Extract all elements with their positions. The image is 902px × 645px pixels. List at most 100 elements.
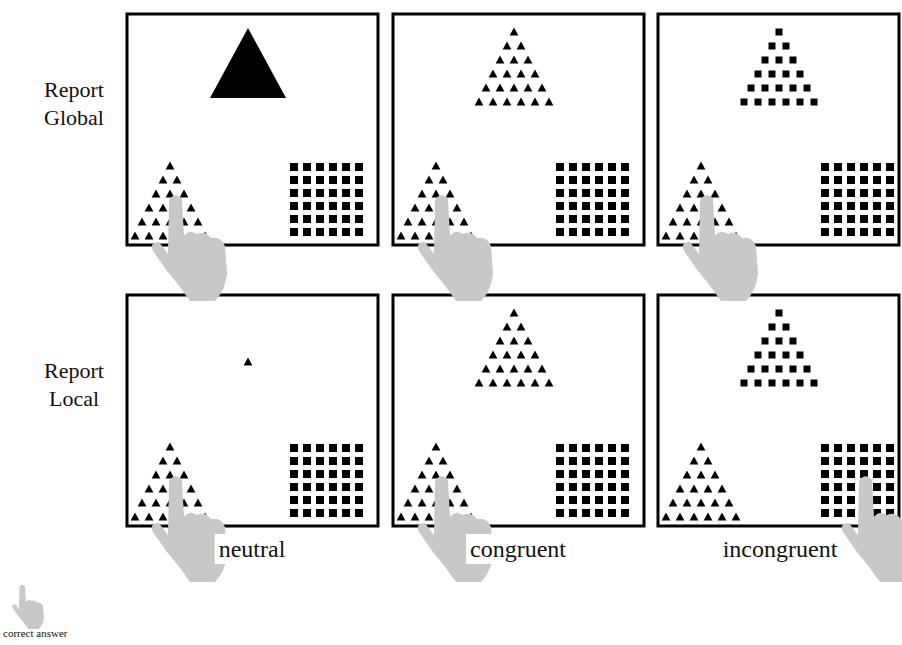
local-square	[303, 189, 311, 197]
local-square	[821, 202, 829, 210]
local-triangle	[131, 232, 140, 240]
local-square	[821, 470, 829, 478]
local-square	[342, 228, 350, 236]
local-triangle	[718, 485, 727, 493]
local-square	[290, 176, 298, 184]
local-square	[582, 215, 590, 223]
local-triangle	[531, 70, 540, 78]
local-square	[621, 470, 629, 478]
local-square	[582, 457, 590, 465]
local-square	[582, 509, 590, 517]
local-triangle	[510, 56, 519, 64]
local-square	[821, 509, 829, 517]
local-square	[595, 470, 603, 478]
local-triangle	[517, 379, 526, 387]
local-triangle	[517, 70, 526, 78]
local-triangle	[173, 176, 182, 184]
local-square	[776, 57, 783, 64]
local-square	[329, 202, 337, 210]
local-triangle	[517, 323, 526, 331]
local-square	[783, 43, 790, 50]
local-triangle	[138, 218, 147, 226]
local-square	[595, 483, 603, 491]
local-square	[847, 509, 855, 517]
local-square	[342, 189, 350, 197]
local-square	[811, 380, 818, 387]
local-triangle	[545, 98, 554, 106]
local-square	[821, 189, 829, 197]
local-square	[329, 470, 337, 478]
local-triangle	[704, 485, 713, 493]
local-square	[316, 163, 324, 171]
local-square	[608, 176, 616, 184]
local-square	[621, 228, 629, 236]
row-label: Report Global	[26, 76, 122, 131]
hand-shape	[418, 195, 493, 301]
local-triangle	[432, 162, 441, 170]
local-triangle	[690, 232, 699, 240]
local-triangle	[411, 232, 420, 240]
column-label: congruent	[466, 534, 570, 564]
local-square	[329, 189, 337, 197]
local-square	[303, 496, 311, 504]
local-triangle	[145, 232, 154, 240]
local-square	[741, 380, 748, 387]
local-triangle	[397, 513, 406, 521]
local-square	[769, 380, 776, 387]
local-square	[790, 366, 797, 373]
local-square	[821, 163, 829, 171]
local-square	[797, 352, 804, 359]
local-triangle	[531, 98, 540, 106]
panel-frame	[393, 14, 644, 245]
local-square	[860, 215, 868, 223]
local-triangle	[711, 190, 720, 198]
local-square	[762, 85, 769, 92]
local-triangle	[152, 499, 161, 507]
local-square	[769, 99, 776, 106]
local-square	[873, 176, 881, 184]
local-square	[608, 457, 616, 465]
local-square	[290, 483, 298, 491]
local-square	[342, 202, 350, 210]
local-square	[873, 202, 881, 210]
local-square	[860, 228, 868, 236]
local-square	[755, 380, 762, 387]
local-square	[556, 444, 564, 452]
local-square	[608, 483, 616, 491]
local-triangle	[510, 365, 519, 373]
local-triangle	[453, 204, 462, 212]
local-square	[316, 176, 324, 184]
local-triangle	[662, 513, 671, 521]
local-triangle	[503, 98, 512, 106]
pointing-hand	[842, 476, 902, 582]
local-square	[834, 176, 842, 184]
local-square	[595, 509, 603, 517]
local-square	[797, 380, 804, 387]
local-square	[621, 496, 629, 504]
local-square	[355, 457, 363, 465]
local-square	[290, 202, 298, 210]
local-square	[290, 163, 298, 171]
local-square	[342, 509, 350, 517]
hand-shape	[152, 195, 227, 301]
local-square	[804, 366, 811, 373]
local-triangle	[697, 471, 706, 479]
local-square	[834, 163, 842, 171]
local-square	[355, 163, 363, 171]
local-triangle	[489, 379, 498, 387]
hand-shape	[12, 585, 44, 629]
local-square	[873, 215, 881, 223]
local-triangle	[397, 232, 406, 240]
local-triangle	[489, 98, 498, 106]
local-square	[290, 228, 298, 236]
local-triangle	[510, 337, 519, 345]
panel-frame	[658, 14, 899, 245]
local-square	[595, 496, 603, 504]
local-triangle	[418, 190, 427, 198]
local-square	[556, 189, 564, 197]
local-square	[821, 228, 829, 236]
local-square	[821, 457, 829, 465]
local-triangle	[538, 365, 547, 373]
local-square	[556, 176, 564, 184]
local-square	[329, 483, 337, 491]
